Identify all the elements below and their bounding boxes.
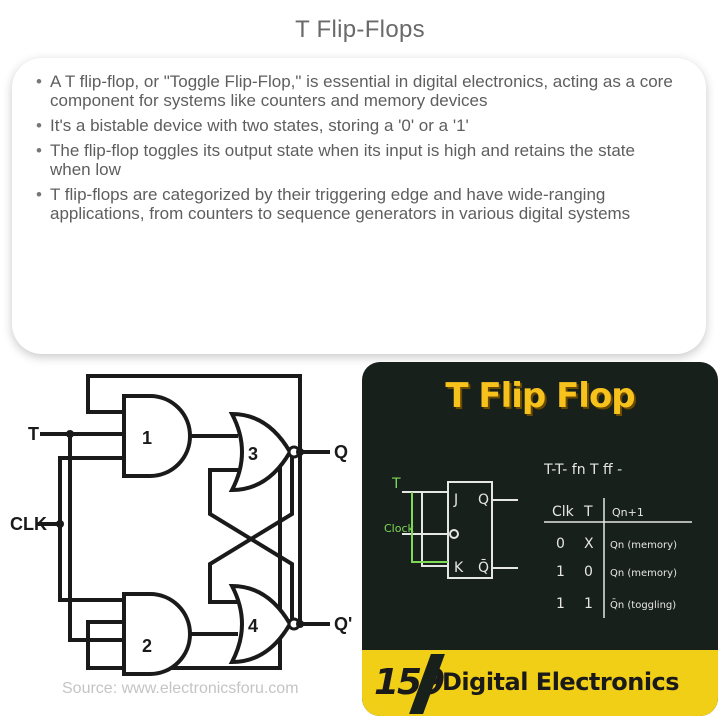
board-j-label: J <box>453 492 458 508</box>
bullet-dot-icon: • <box>36 116 42 135</box>
truth-table-cell: 1 <box>556 596 565 612</box>
truth-table-cell: 1 <box>556 564 565 580</box>
nor-gate-4 <box>228 583 293 665</box>
cross-wire-b <box>208 468 294 624</box>
junction-dot <box>296 620 304 628</box>
truth-table-header-clk: Clk <box>552 504 575 520</box>
junction-dot <box>66 430 74 438</box>
bullet-item: •T flip-flops are categorized by their t… <box>36 185 631 223</box>
board-clk-label: Clock <box>384 522 415 535</box>
q-output-label: Q <box>334 442 348 462</box>
gate-label-1: 1 <box>142 428 152 448</box>
bullet-dot-icon: • <box>36 185 42 204</box>
clk-branch-wire <box>58 522 126 602</box>
page-title: T Flip-Flops <box>295 16 425 43</box>
bullet-item: •The flip-flop toggles its output state … <box>36 141 635 179</box>
source-caption: Source: www.electronicsforu.com <box>62 680 299 697</box>
and-gate-2 <box>122 592 192 676</box>
truth-table-header-qn1: Qn+1 <box>612 506 644 519</box>
summary-card: •A T flip-flop, or "Toggle Flip-Flop," i… <box>12 58 706 354</box>
and-gate-1 <box>122 394 192 478</box>
t-flip-flop-circuit-diagram: T CLK Q Q' 1 2 3 4 <box>10 374 352 676</box>
gate-label-4: 4 <box>248 616 258 636</box>
nor-gate-3 <box>228 411 293 493</box>
gate-label-3: 3 <box>248 444 258 464</box>
cross-wire-a <box>208 452 294 604</box>
truth-table-cell: 1 <box>584 596 593 612</box>
truth-table-cell: 0 <box>556 536 565 552</box>
truth-table-header-t: T <box>583 504 593 520</box>
junction-dot <box>296 448 304 456</box>
board-k-label: K <box>454 560 464 576</box>
video-thumbnail: T Flip Flop T Clock J K Q Q̄ T-T- fn T f… <box>362 362 718 716</box>
board-q-label: Q <box>478 492 489 508</box>
chalk-drawing: T Clock J K Q Q̄ T-T- fn T ff - Clk T Qn… <box>384 462 692 618</box>
t-input-label: T <box>28 424 39 444</box>
clock-bubble-icon <box>449 529 459 539</box>
truth-table-cell: Qn (memory) <box>610 540 677 551</box>
board-t-label: T <box>391 476 401 492</box>
truth-table-cell: Q̄n (toggling) <box>610 598 676 611</box>
junction-dot <box>56 520 64 528</box>
thumbnail-title: T Flip Flop <box>445 376 635 416</box>
t-branch-wire <box>68 432 126 642</box>
bullet-dot-icon: • <box>36 72 42 91</box>
ff-box <box>447 481 493 579</box>
board-q-bar-label: Q̄ <box>478 558 489 576</box>
bullet-item: •It's a bistable device with two states,… <box>36 116 469 135</box>
feedback-wire-top <box>86 374 302 626</box>
clk-input-label: CLK <box>10 514 47 534</box>
series-title: Digital Electronics <box>442 668 680 696</box>
clk-input-wire <box>36 456 126 526</box>
gate-label-2: 2 <box>142 636 152 656</box>
truth-table-cell: Qn (memory) <box>610 568 677 579</box>
truth-table-cell: 0 <box>584 564 593 580</box>
bullet-item: •A T flip-flop, or "Toggle Flip-Flop," i… <box>36 72 673 110</box>
q-bar-output-label: Q' <box>334 614 352 634</box>
bullet-dot-icon: • <box>36 141 42 160</box>
truth-table-cell: X <box>584 536 594 552</box>
board-heading: T-T- fn T ff - <box>543 462 622 478</box>
bullet-list: •A T flip-flop, or "Toggle Flip-Flop," i… <box>36 72 676 223</box>
